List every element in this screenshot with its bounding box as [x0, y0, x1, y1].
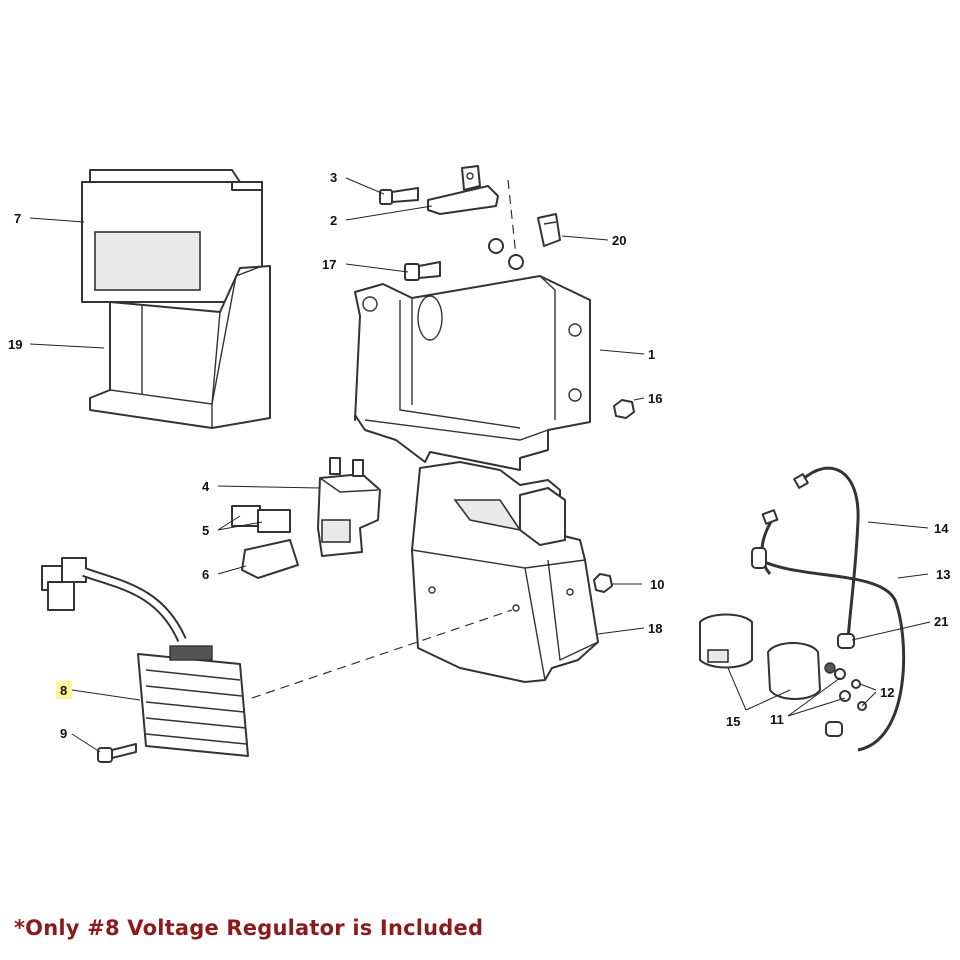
- battery: [81, 169, 263, 303]
- callout-15: 15: [726, 714, 740, 729]
- nut-16: [613, 399, 635, 419]
- fuse-connectors: [231, 505, 291, 533]
- callout-16: 16: [648, 391, 662, 406]
- terminal-hardware: [834, 668, 867, 711]
- battery-tray: [89, 265, 271, 429]
- relay-holder: [317, 457, 381, 557]
- clamp-screw: [379, 187, 419, 205]
- callout-10: 10: [650, 577, 664, 592]
- callout-8: 8: [60, 683, 67, 698]
- included-part-note: *Only #8 Voltage Regulator is Included: [14, 916, 484, 940]
- callout-14: 14: [934, 521, 949, 536]
- clamp-guide-line: [507, 179, 517, 257]
- rubber-cap: [241, 539, 299, 579]
- callout-4: 4: [202, 479, 210, 494]
- mounting-plate: [411, 461, 599, 683]
- callout-2: 2: [330, 213, 337, 228]
- nut-10: [593, 573, 613, 593]
- callout-6: 6: [202, 567, 209, 582]
- callout-labels: 1 2 3 4 5 6 7 8 9 10 11 12 13 14 15 16 1…: [8, 170, 950, 741]
- callout-1: 1: [648, 347, 655, 362]
- callout-7: 7: [14, 211, 21, 226]
- callout-9: 9: [60, 726, 67, 741]
- callout-20: 20: [612, 233, 626, 248]
- starter-cables: [751, 466, 906, 752]
- callout-17: 17: [322, 257, 336, 272]
- battery-box-bracket: [354, 275, 591, 471]
- starter-solenoid: [699, 613, 836, 700]
- callout-8-highlight: [56, 681, 72, 699]
- callout-18: 18: [648, 621, 662, 636]
- callout-19: 19: [8, 337, 22, 352]
- clip-nut: [537, 213, 561, 247]
- callout-21: 21: [934, 614, 948, 629]
- callout-12: 12: [880, 685, 894, 700]
- callout-11: 11: [770, 712, 784, 727]
- battery-clamp: [427, 165, 499, 215]
- mounting-bolt: [404, 238, 524, 281]
- callout-5: 5: [202, 523, 209, 538]
- leader-lines: [29, 177, 931, 753]
- voltage-regulator: [41, 557, 249, 757]
- mounting-guide-line: [251, 609, 513, 699]
- regulator-screw: [97, 743, 137, 763]
- callout-3: 3: [330, 170, 337, 185]
- callout-13: 13: [936, 567, 950, 582]
